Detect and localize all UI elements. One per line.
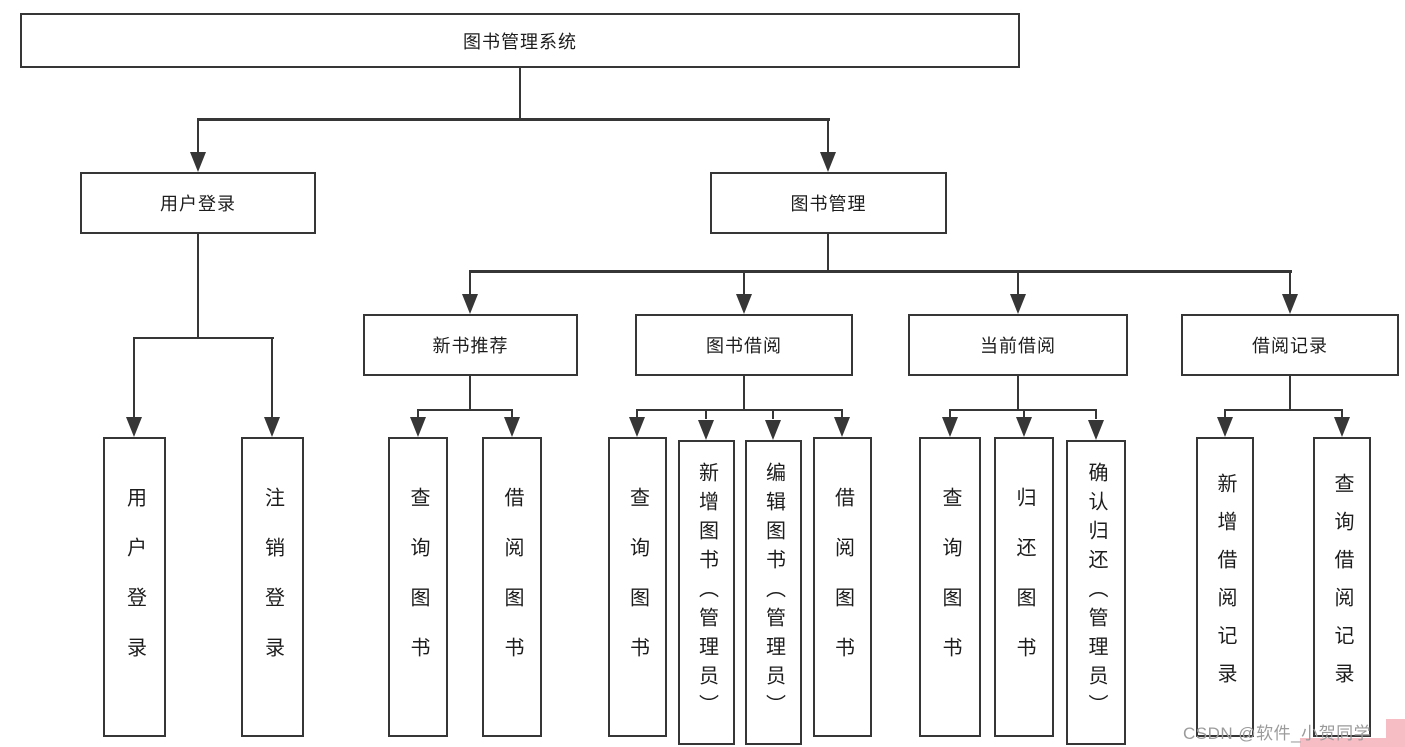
- connector-line: [772, 409, 774, 419]
- leaf-borrow-books: 借阅图书: [813, 437, 872, 737]
- watermark-accent: [1300, 738, 1405, 747]
- connector-line: [417, 409, 419, 419]
- leaf-add-borrow-record: 新增借阅记录: [1196, 437, 1254, 737]
- connector-line: [469, 376, 471, 410]
- connector-line: [636, 409, 843, 411]
- leaf-query-books-recommend: 查询图书: [388, 437, 448, 737]
- leaf-add-book-admin: 新增图书（管理员）: [678, 440, 735, 745]
- arrow-down-icon: [1016, 417, 1032, 437]
- arrow-down-icon: [462, 294, 478, 314]
- connector-line: [133, 337, 274, 339]
- leaf-user-login: 用户登录: [103, 437, 166, 737]
- arrow-down-icon: [1334, 417, 1350, 437]
- leaf-query-books-current: 查询图书: [919, 437, 981, 737]
- connector-line: [511, 409, 513, 419]
- connector-line: [1289, 270, 1291, 296]
- arrow-down-icon: [698, 420, 714, 440]
- connector-line: [197, 118, 830, 121]
- watermark: CSDN @软件_小贺同学: [1183, 724, 1372, 743]
- connector-line: [841, 409, 843, 419]
- connector-line: [271, 337, 273, 419]
- connector-line: [1224, 409, 1343, 411]
- connector-line: [743, 270, 745, 296]
- connector-line: [469, 270, 471, 296]
- arrow-down-icon: [765, 420, 781, 440]
- arrow-down-icon: [1282, 294, 1298, 314]
- arrow-down-icon: [410, 417, 426, 437]
- connector-line: [827, 234, 829, 271]
- connector-line: [417, 409, 513, 411]
- connector-line: [133, 337, 135, 419]
- connector-line: [1023, 409, 1025, 419]
- connector-line: [1341, 409, 1343, 419]
- node-root: 图书管理系统: [20, 13, 1020, 68]
- connector-line: [636, 409, 638, 419]
- connector-line: [519, 67, 521, 118]
- connector-line: [1289, 376, 1291, 410]
- connector-line: [827, 118, 829, 154]
- connector-line: [197, 118, 199, 154]
- connector-line: [949, 409, 951, 419]
- leaf-query-books-borrow: 查询图书: [608, 437, 667, 737]
- arrow-down-icon: [264, 417, 280, 437]
- connector-line: [1017, 270, 1019, 296]
- connector-line: [469, 270, 1292, 273]
- node-current-borrow: 当前借阅: [908, 314, 1128, 376]
- arrow-down-icon: [1217, 417, 1233, 437]
- arrow-down-icon: [820, 152, 836, 172]
- node-new-book-recommend: 新书推荐: [363, 314, 578, 376]
- arrow-down-icon: [504, 417, 520, 437]
- connector-line: [1224, 409, 1226, 419]
- arrow-down-icon: [942, 417, 958, 437]
- node-book-management: 图书管理: [710, 172, 947, 234]
- arrow-down-icon: [1088, 420, 1104, 440]
- arrow-down-icon: [629, 417, 645, 437]
- leaf-logout: 注销登录: [241, 437, 304, 737]
- connector-line: [705, 409, 707, 419]
- connector-line: [743, 376, 745, 410]
- arrow-down-icon: [190, 152, 206, 172]
- arrow-down-icon: [736, 294, 752, 314]
- node-borrow-records: 借阅记录: [1181, 314, 1399, 376]
- node-user-login: 用户登录: [80, 172, 316, 234]
- watermark-accent: [1386, 719, 1405, 747]
- connector-line: [1017, 376, 1019, 410]
- leaf-return-book: 归还图书: [994, 437, 1054, 737]
- leaf-query-borrow-record: 查询借阅记录: [1313, 437, 1371, 737]
- connector-line: [1095, 409, 1097, 419]
- node-book-borrow: 图书借阅: [635, 314, 853, 376]
- arrow-down-icon: [834, 417, 850, 437]
- arrow-down-icon: [126, 417, 142, 437]
- connector-line: [197, 234, 199, 338]
- leaf-edit-book-admin: 编辑图书（管理员）: [745, 440, 802, 745]
- leaf-confirm-return-admin: 确认归还（管理员）: [1066, 440, 1126, 745]
- leaf-borrow-books-recommend: 借阅图书: [482, 437, 542, 737]
- arrow-down-icon: [1010, 294, 1026, 314]
